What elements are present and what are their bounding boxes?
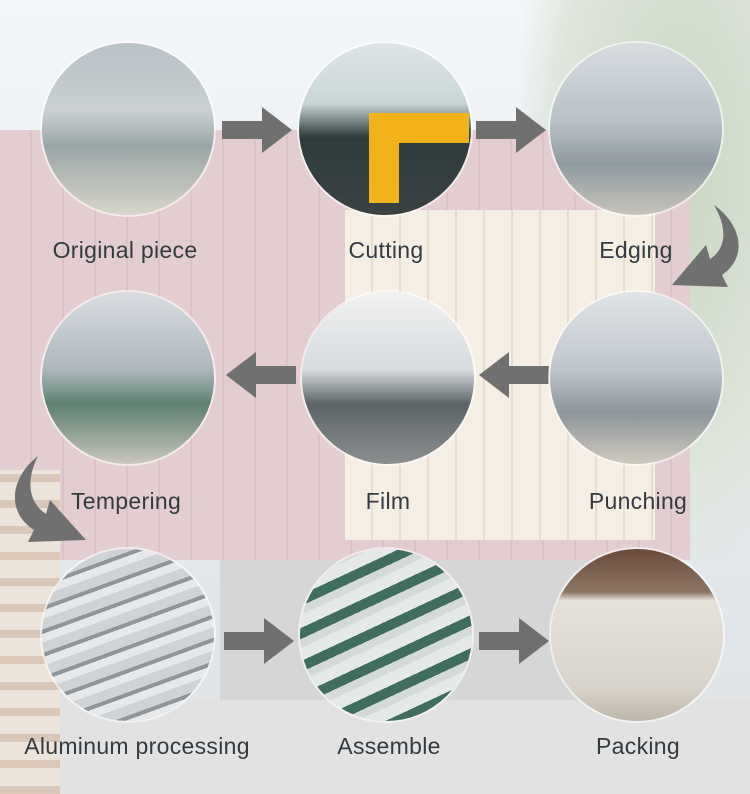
step-label-film: Film bbox=[365, 488, 411, 514]
step-label-assemble: Assemble bbox=[337, 733, 441, 759]
step-label-tempering: Tempering bbox=[70, 488, 182, 514]
step-label-edging: Edging bbox=[599, 237, 673, 263]
original-piece-photo bbox=[42, 43, 214, 215]
tempering-photo bbox=[42, 292, 214, 464]
cutting-photo bbox=[299, 43, 471, 215]
curved-arrow-down-icon bbox=[662, 205, 750, 305]
arrow-right-icon bbox=[476, 107, 546, 153]
curved-arrow-down-icon bbox=[2, 456, 94, 560]
arrow-right-icon bbox=[222, 107, 292, 153]
assemble-photo bbox=[300, 549, 472, 721]
aluminum-processing-photo bbox=[42, 549, 214, 721]
film-photo bbox=[302, 292, 474, 464]
step-label-punching: Punching bbox=[588, 488, 688, 514]
edging-photo bbox=[550, 43, 722, 215]
step-label-packing: Packing bbox=[596, 733, 680, 759]
step-label-original-piece: Original piece bbox=[52, 237, 198, 263]
step-label-aluminum-processing: Aluminum processing bbox=[24, 733, 250, 759]
arrow-right-icon bbox=[224, 618, 294, 664]
punching-photo bbox=[550, 292, 722, 464]
arrow-right-icon bbox=[479, 618, 549, 664]
arrow-left-icon bbox=[226, 352, 296, 398]
arrow-left-icon bbox=[479, 352, 549, 398]
step-label-cutting: Cutting bbox=[348, 237, 424, 263]
packing-photo bbox=[551, 549, 723, 721]
